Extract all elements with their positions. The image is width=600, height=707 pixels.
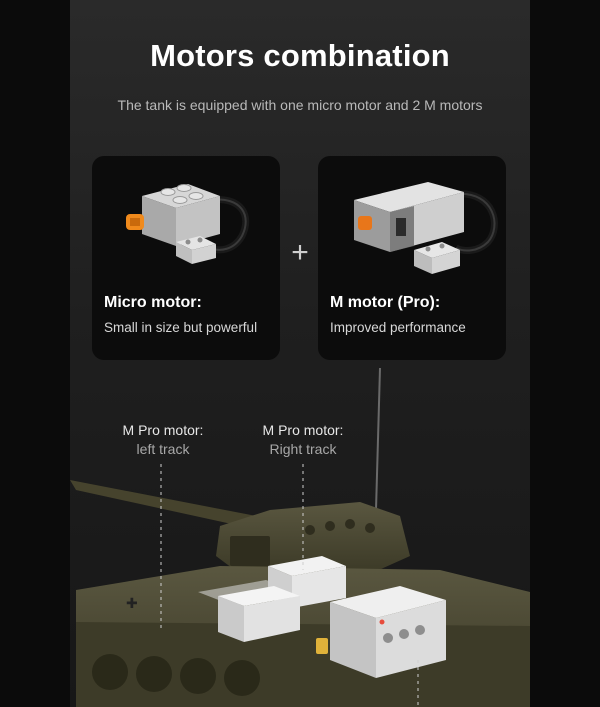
micro-motor-side bbox=[176, 196, 220, 246]
micro-motor-card: Micro motor: Small in size but powerful bbox=[92, 156, 280, 360]
plus-icon: + bbox=[291, 236, 309, 269]
m-motor-axle bbox=[358, 216, 372, 230]
left-track-motor-top bbox=[218, 586, 300, 606]
micro-motor-description: Small in size but powerful bbox=[104, 320, 258, 335]
left-track-motor-front bbox=[218, 596, 244, 642]
micro-connector-front bbox=[176, 242, 192, 264]
battery-box-led bbox=[379, 619, 385, 625]
micro-connector-side bbox=[192, 244, 216, 264]
tank-turret-studs bbox=[230, 519, 375, 566]
m-motor-cable-highlight bbox=[455, 192, 496, 252]
battery-box-front bbox=[330, 602, 376, 678]
m-motor-image bbox=[354, 182, 498, 274]
micro-connector-holes bbox=[185, 237, 203, 245]
micro-motor-front bbox=[142, 196, 176, 246]
right-track-callout: M Pro motor: Right track bbox=[248, 421, 358, 459]
right-track-callout-title: M Pro motor: bbox=[262, 422, 344, 438]
m-motor-gear bbox=[396, 218, 406, 236]
battery-box-top bbox=[330, 586, 446, 618]
left-track-callout-detail: left track bbox=[136, 441, 190, 457]
page-subtitle: The tank is equipped with one micro moto… bbox=[117, 97, 483, 113]
m-connector-holes bbox=[425, 243, 445, 252]
battery-box-holes bbox=[383, 625, 425, 643]
right-track-motor-top bbox=[268, 556, 346, 576]
m-connector-front bbox=[414, 250, 432, 274]
micro-motor-cable-highlight bbox=[209, 198, 247, 251]
tank-emblem: ✚ bbox=[126, 595, 138, 611]
left-track-callout-title: M Pro motor: bbox=[122, 422, 204, 438]
m-connector-side bbox=[432, 250, 460, 274]
tank-barrel bbox=[70, 480, 256, 528]
page-title: Motors combination bbox=[150, 38, 450, 73]
tank-antenna bbox=[375, 367, 381, 511]
micro-motor-title: Micro motor: bbox=[104, 294, 202, 311]
micro-motor-studs bbox=[160, 184, 204, 204]
tank-wheels bbox=[92, 654, 260, 696]
micro-motor-axle-in-tank bbox=[316, 638, 328, 654]
m-connector-top bbox=[414, 242, 460, 258]
m-motor-description: Improved performance bbox=[330, 320, 466, 335]
micro-motor-top bbox=[142, 184, 220, 208]
battery-box-side bbox=[376, 600, 446, 678]
right-track-callout-detail: Right track bbox=[269, 441, 337, 457]
micro-motor-image bbox=[126, 184, 250, 264]
right-track-motor-side bbox=[292, 566, 346, 608]
left-track-motor-side bbox=[244, 596, 300, 642]
m-motor-card: M motor (Pro): Improved performance bbox=[318, 156, 506, 360]
left-track-callout: M Pro motor: left track bbox=[108, 421, 218, 459]
micro-motor-axle-hole bbox=[130, 218, 140, 226]
m-motor-title: M motor (Pro): bbox=[330, 294, 441, 311]
tank-image: ✚ bbox=[70, 367, 530, 707]
m-motor-top bbox=[354, 182, 464, 212]
